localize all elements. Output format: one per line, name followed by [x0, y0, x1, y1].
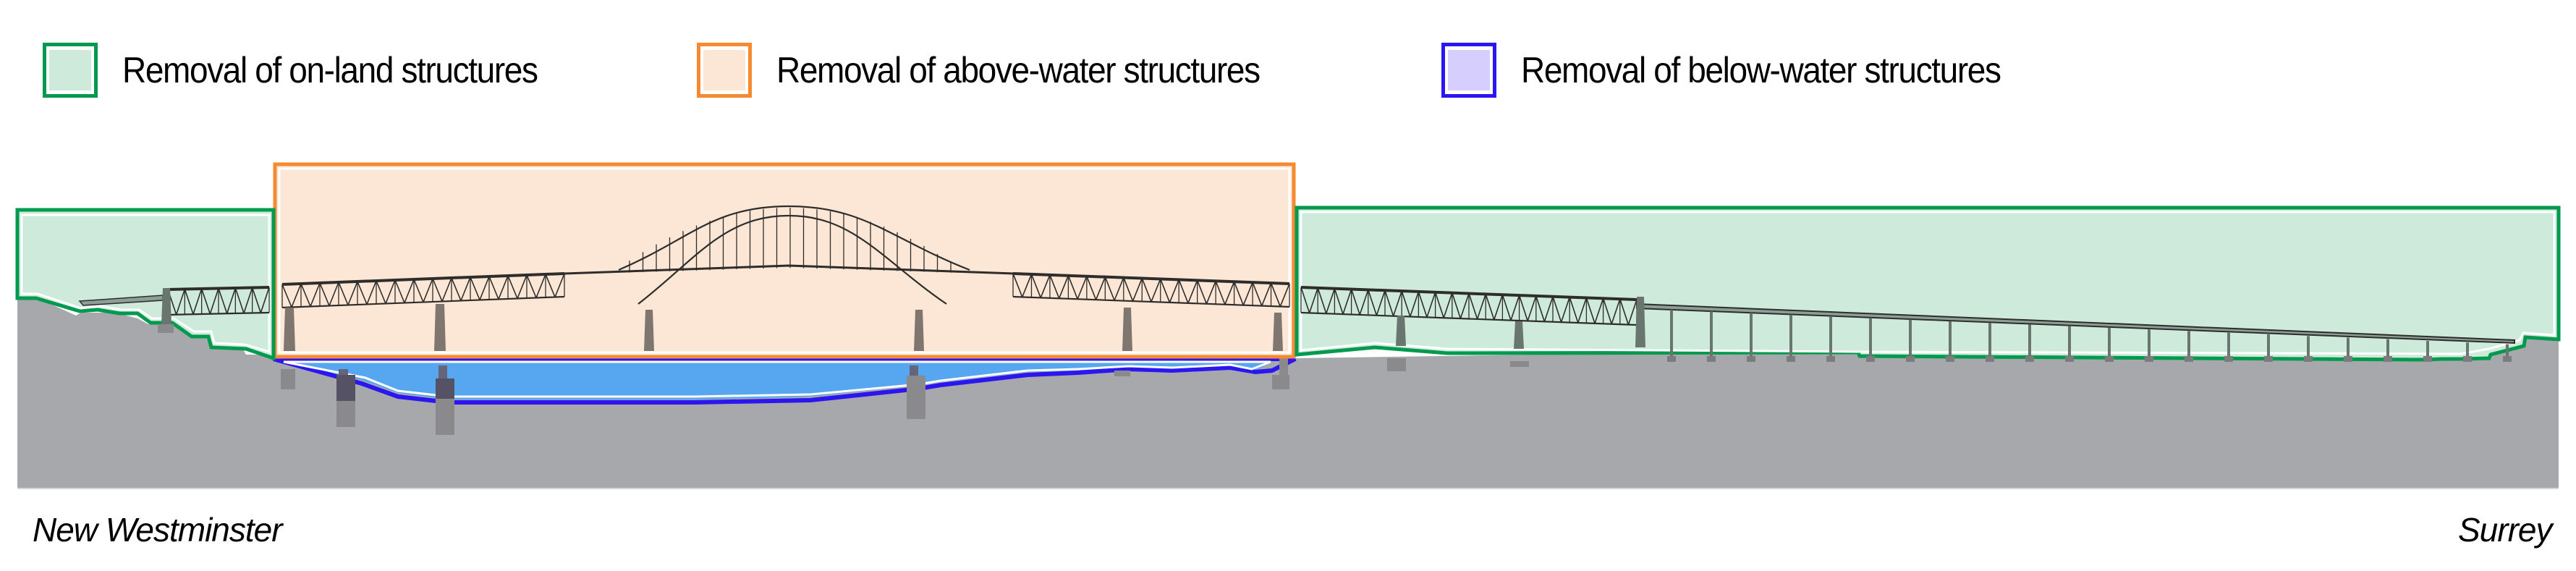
legend-label-below-water: Removal of below-water structures: [1521, 50, 2001, 90]
below-water-swatch-icon: [1441, 43, 1496, 98]
concrete-viaduct: [1636, 303, 2515, 362]
pier: [1122, 308, 1132, 351]
ground: [17, 298, 2559, 488]
legend-item-on-land: Removal of on-land structures: [43, 39, 573, 101]
pier: [434, 304, 446, 351]
truss-span-right-approach: [1012, 272, 1290, 308]
below-water-piers: [281, 358, 1289, 435]
truss-span-right-land: [1300, 286, 1637, 326]
legend-label-on-land: Removal of on-land structures: [122, 50, 538, 90]
legend-label-above-water: Removal of above-water structures: [776, 50, 1261, 90]
pier: [1273, 313, 1283, 351]
footing: [158, 324, 174, 333]
footing: [1510, 361, 1529, 367]
place-label-right: Surrey: [2458, 511, 2552, 549]
pier: [1635, 297, 1645, 347]
on-land-swatch-icon: [43, 43, 98, 98]
legend-item-above-water: Removal of above-water structures: [697, 39, 1302, 101]
above-water-swatch-icon: [697, 43, 752, 98]
main-arch-truss: [564, 205, 1014, 305]
pier: [161, 288, 171, 324]
bridge-superstructure: [78, 272, 2515, 362]
pier: [1396, 316, 1406, 346]
bridge-piers: [158, 288, 1645, 371]
pier: [644, 310, 654, 351]
on-land-removal-zone-left: [15, 208, 276, 361]
truss-span-left-approach: [281, 272, 565, 309]
above-water-removal-zone: [273, 162, 1296, 359]
pier: [914, 310, 924, 351]
footing: [1387, 358, 1406, 371]
pier: [1514, 321, 1524, 349]
place-label-left: New Westminster: [33, 511, 283, 549]
pier: [284, 308, 295, 351]
legend-item-below-water: Removal of below-water structures: [1441, 39, 2042, 101]
below-water-removal-outline: [273, 357, 1297, 405]
legend: Removal of on-land structures Removal of…: [0, 0, 2576, 145]
